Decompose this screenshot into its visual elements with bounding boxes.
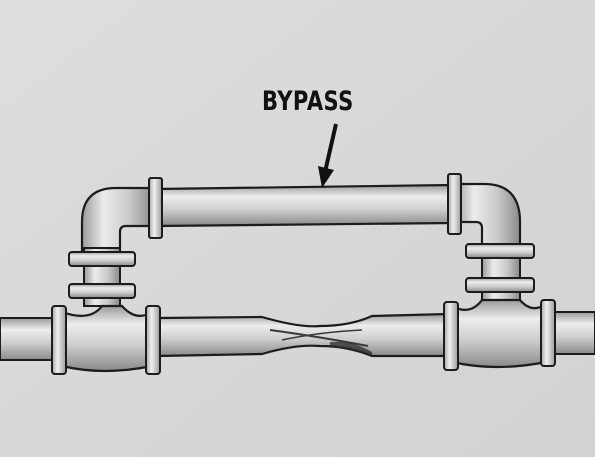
bypass-run [156,185,452,226]
right-union-upper [466,244,534,258]
main-pipe-left-stub [0,318,56,360]
flange-left-outer [52,306,66,374]
left-tee [62,306,152,371]
bypass-flange-right [448,174,461,234]
left-union-upper [69,252,135,266]
right-tee [452,300,546,367]
flange-right-inner [444,302,458,370]
flange-right-outer [541,300,555,366]
flange-left-inner [146,306,160,374]
bypass-label: BYPASS [262,86,354,117]
left-union-lower [69,284,135,298]
bypass-flange-left [149,178,162,238]
right-union-lower [466,278,534,292]
